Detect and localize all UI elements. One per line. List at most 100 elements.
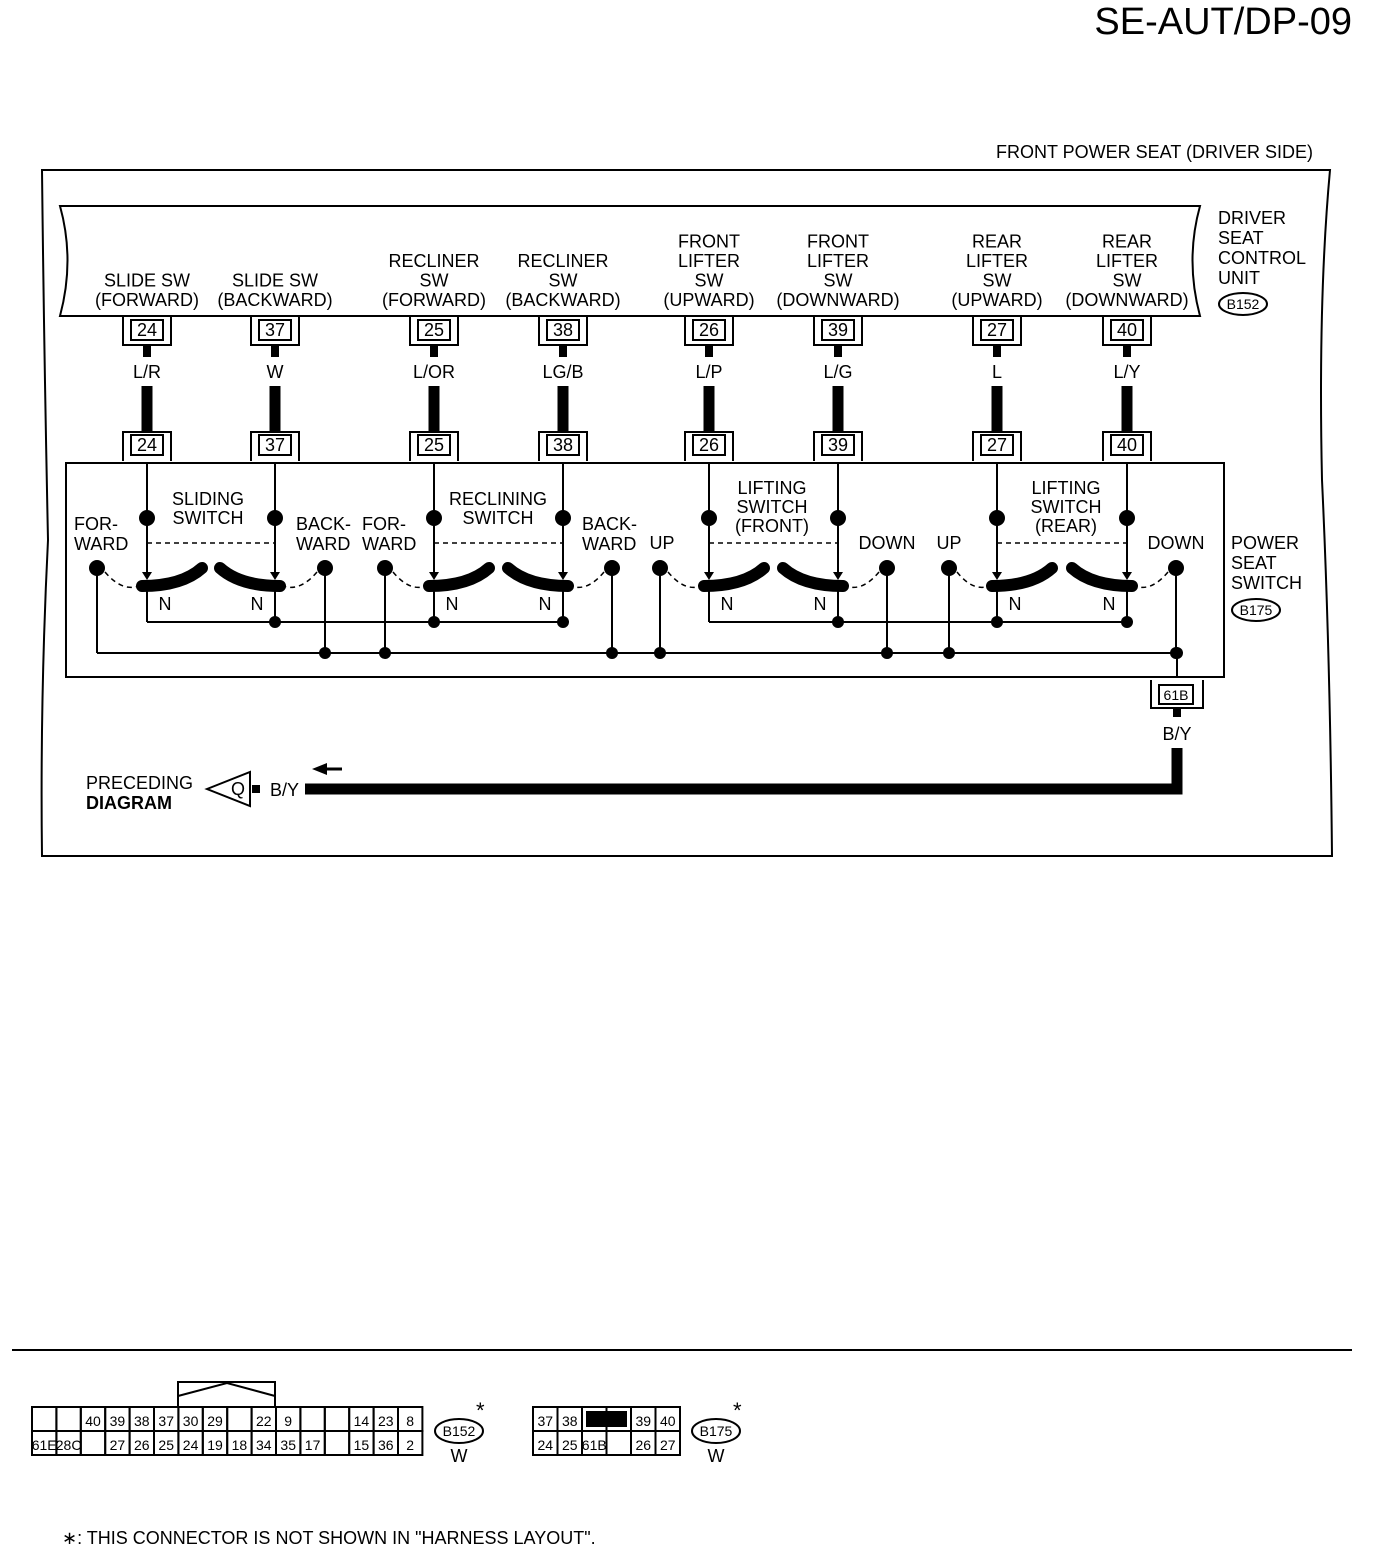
page-code: SE-AUT/DP-09 bbox=[1094, 1, 1352, 43]
svg-text:SEAT: SEAT bbox=[1218, 228, 1264, 248]
svg-text:B/Y: B/Y bbox=[270, 780, 299, 800]
pin-number: 25 bbox=[424, 435, 444, 455]
connector-cell: 24 bbox=[537, 1437, 553, 1453]
connector-cell: 29 bbox=[207, 1413, 223, 1429]
connector-cell: 25 bbox=[158, 1437, 174, 1453]
connector-cell: 2 bbox=[406, 1437, 414, 1453]
connector-cell: 61B bbox=[582, 1437, 607, 1453]
pin-number: 37 bbox=[265, 435, 285, 455]
contact-label: DOWN bbox=[1148, 533, 1205, 553]
svg-text:SEAT: SEAT bbox=[1231, 553, 1277, 573]
direction-arrow-icon bbox=[312, 763, 342, 775]
contact-label: FOR- bbox=[362, 514, 406, 534]
svg-text:*: * bbox=[476, 1398, 485, 1423]
connector-cell: 40 bbox=[85, 1413, 101, 1429]
outer-frame bbox=[40, 169, 1334, 857]
circuit-label: RECLINER bbox=[517, 251, 608, 271]
wire-color: L/G bbox=[823, 362, 852, 382]
svg-text:POWER: POWER bbox=[1231, 533, 1299, 553]
circuit-label: SW bbox=[1113, 271, 1142, 291]
circuit-label: REAR bbox=[1102, 232, 1152, 252]
neutral-label: N bbox=[814, 594, 827, 614]
svg-text:W: W bbox=[451, 1446, 468, 1466]
pin-number: 39 bbox=[828, 435, 848, 455]
circuit-label: FRONT bbox=[807, 232, 869, 252]
connector-cell: 28C bbox=[56, 1437, 82, 1453]
neutral-label: N bbox=[539, 594, 552, 614]
switch-name: SLIDING bbox=[172, 489, 244, 509]
neutral-label: N bbox=[1103, 594, 1116, 614]
connector-cell: 35 bbox=[280, 1437, 296, 1453]
circuit-label: (FORWARD) bbox=[382, 290, 486, 310]
connector-cell: 19 bbox=[207, 1437, 223, 1453]
circuit-label: SW bbox=[983, 271, 1012, 291]
wire-color: L bbox=[992, 362, 1002, 382]
ground-connector: 61B B/Y bbox=[305, 653, 1204, 795]
circuit-label: RECLINER bbox=[388, 251, 479, 271]
circuit-label: (DOWNWARD) bbox=[1065, 290, 1188, 310]
circuit-label: (UPWARD) bbox=[951, 290, 1042, 310]
svg-text:Q: Q bbox=[231, 779, 245, 799]
pin-number: 40 bbox=[1117, 320, 1137, 340]
contact-label: BACK- bbox=[296, 514, 351, 534]
svg-text:UNIT: UNIT bbox=[1218, 268, 1260, 288]
ground-pin: 61B bbox=[1164, 687, 1189, 703]
connector-cell: 9 bbox=[284, 1413, 292, 1429]
connector-cell: 39 bbox=[110, 1413, 126, 1429]
pin-number: 37 bbox=[265, 320, 285, 340]
svg-text:B175: B175 bbox=[1240, 602, 1273, 618]
wire-color: L/OR bbox=[413, 362, 455, 382]
switch-name: SWITCH bbox=[1031, 497, 1102, 517]
neutral-label: N bbox=[1009, 594, 1022, 614]
neutral-label: N bbox=[446, 594, 459, 614]
pin-number: 27 bbox=[987, 435, 1007, 455]
connector-cell: 37 bbox=[158, 1413, 174, 1429]
connector-cell: 38 bbox=[134, 1413, 150, 1429]
svg-text:W: W bbox=[708, 1446, 725, 1466]
connector-cell: 26 bbox=[134, 1437, 150, 1453]
pin-number: 25 bbox=[424, 320, 444, 340]
circuit-label: LIFTER bbox=[807, 251, 869, 271]
control-unit-label: DRIVER SEAT CONTROL UNIT B152 bbox=[1218, 208, 1306, 316]
svg-text:B152: B152 bbox=[443, 1423, 476, 1439]
circuit-label: (BACKWARD) bbox=[505, 290, 620, 310]
connector-cell: 27 bbox=[110, 1437, 126, 1453]
pin-number: 27 bbox=[987, 320, 1007, 340]
circuit-label: LIFTER bbox=[1096, 251, 1158, 271]
connector-cell: 36 bbox=[378, 1437, 394, 1453]
switch-name: (FRONT) bbox=[735, 516, 809, 536]
preceding-diagram-ref: PRECEDING DIAGRAM Q B/Y bbox=[86, 770, 299, 813]
power-seat-switch-label: POWER SEAT SWITCH B175 bbox=[1231, 533, 1302, 622]
svg-text:DIAGRAM: DIAGRAM bbox=[86, 793, 172, 813]
pin-number: 26 bbox=[699, 320, 719, 340]
connector-cell: 30 bbox=[183, 1413, 199, 1429]
ground-wire-color: B/Y bbox=[1162, 724, 1191, 744]
wire-color: LG/B bbox=[542, 362, 583, 382]
pin-number: 24 bbox=[137, 320, 157, 340]
neutral-label: N bbox=[159, 594, 172, 614]
contact-label: WARD bbox=[74, 534, 128, 554]
connector-cell: 37 bbox=[537, 1413, 553, 1429]
section-title: FRONT POWER SEAT (DRIVER SIDE) bbox=[996, 142, 1313, 162]
connector-cell: 15 bbox=[354, 1437, 370, 1453]
svg-text:SWITCH: SWITCH bbox=[1231, 573, 1302, 593]
switch-name: LIFTING bbox=[1031, 478, 1100, 498]
connector-cell: 23 bbox=[378, 1413, 394, 1429]
circuit-label: SW bbox=[549, 271, 578, 291]
circuit-label: SW bbox=[420, 271, 449, 291]
connector-cell: 26 bbox=[635, 1437, 651, 1453]
svg-text:B152: B152 bbox=[1227, 296, 1260, 312]
